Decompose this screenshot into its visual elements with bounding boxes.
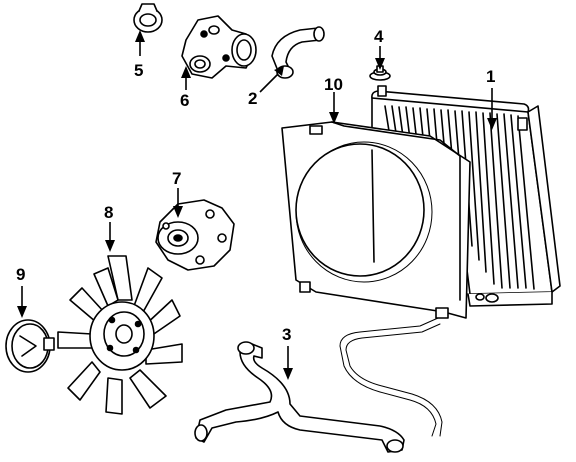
callout-5: 5	[134, 30, 145, 80]
callout-label-2: 2	[248, 89, 257, 108]
callout-8: 8	[104, 203, 115, 252]
callout-7: 7	[172, 169, 183, 218]
fan-shroud	[281, 121, 471, 319]
callout-3: 3	[282, 325, 293, 380]
water-pump	[155, 199, 235, 271]
callout-label-3: 3	[282, 325, 291, 344]
thermostat-housing	[181, 15, 257, 79]
callout-label-9: 9	[16, 265, 25, 284]
callout-1: 1	[486, 67, 497, 130]
callout-label-10: 10	[324, 75, 343, 94]
callout-label-6: 6	[180, 91, 189, 110]
callout-4: 4	[374, 27, 385, 70]
callout-label-8: 8	[104, 203, 113, 222]
callout-10: 10	[324, 75, 343, 124]
thermostat	[133, 3, 163, 33]
callout-2: 2	[248, 66, 284, 108]
callout-6: 6	[180, 66, 191, 110]
callout-label-5: 5	[134, 61, 143, 80]
callout-label-7: 7	[172, 169, 181, 188]
cooling-fan-clutch	[57, 255, 183, 415]
callout-9: 9	[16, 265, 27, 318]
callout-label-4: 4	[374, 27, 384, 46]
lower-radiator-hose	[194, 317, 443, 453]
callout-label-1: 1	[486, 67, 495, 86]
fan-pulley	[5, 319, 55, 373]
